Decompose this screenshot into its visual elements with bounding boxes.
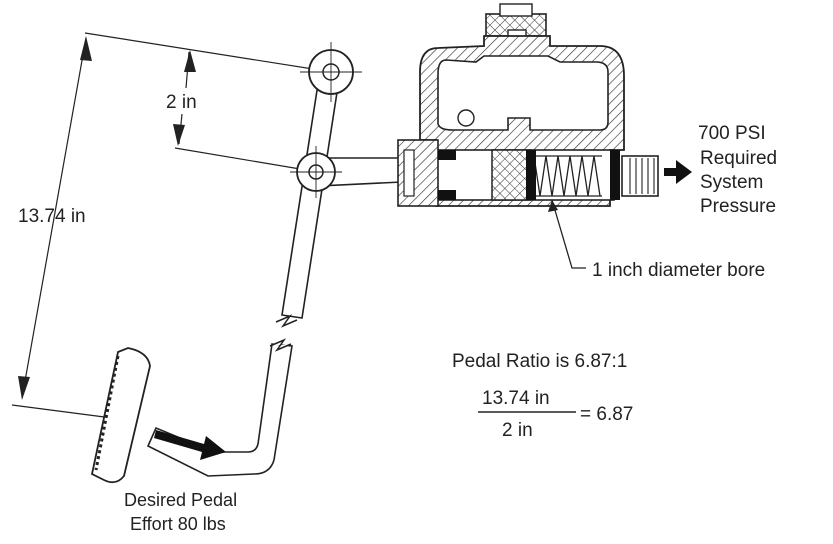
pedal-arm bbox=[146, 83, 339, 477]
pressure-arrow bbox=[664, 160, 692, 184]
pressure-line2: Required bbox=[700, 148, 777, 169]
bore-leader bbox=[551, 199, 586, 269]
effort-line2: Effort 80 lbs bbox=[130, 514, 226, 534]
pressure-line4: Pressure bbox=[700, 196, 776, 217]
pedal-pad bbox=[90, 347, 151, 484]
effort-line1: Desired Pedal bbox=[124, 490, 237, 510]
clevis-pin bbox=[290, 146, 342, 198]
effort-arrow bbox=[154, 430, 226, 460]
dim-2in-label: 2 in bbox=[166, 92, 197, 113]
return-spring bbox=[532, 155, 602, 197]
pivot-bolt bbox=[300, 42, 362, 102]
arm-break-marks bbox=[269, 314, 298, 352]
fraction-numerator: 13.74 in bbox=[482, 388, 550, 409]
pressure-line3: System bbox=[700, 172, 763, 193]
ratio-title: Pedal Ratio is 6.87:1 bbox=[452, 351, 627, 372]
fraction-denominator: 2 in bbox=[502, 420, 533, 441]
fraction-result: = 6.87 bbox=[580, 404, 633, 425]
bore-label: 1 inch diameter bore bbox=[592, 260, 765, 281]
master-cylinder bbox=[397, 3, 659, 207]
dimension-arrowheads bbox=[18, 36, 196, 400]
dim-total-label: 13.74 in bbox=[18, 206, 86, 227]
pressure-line1: 700 PSI bbox=[698, 123, 766, 144]
